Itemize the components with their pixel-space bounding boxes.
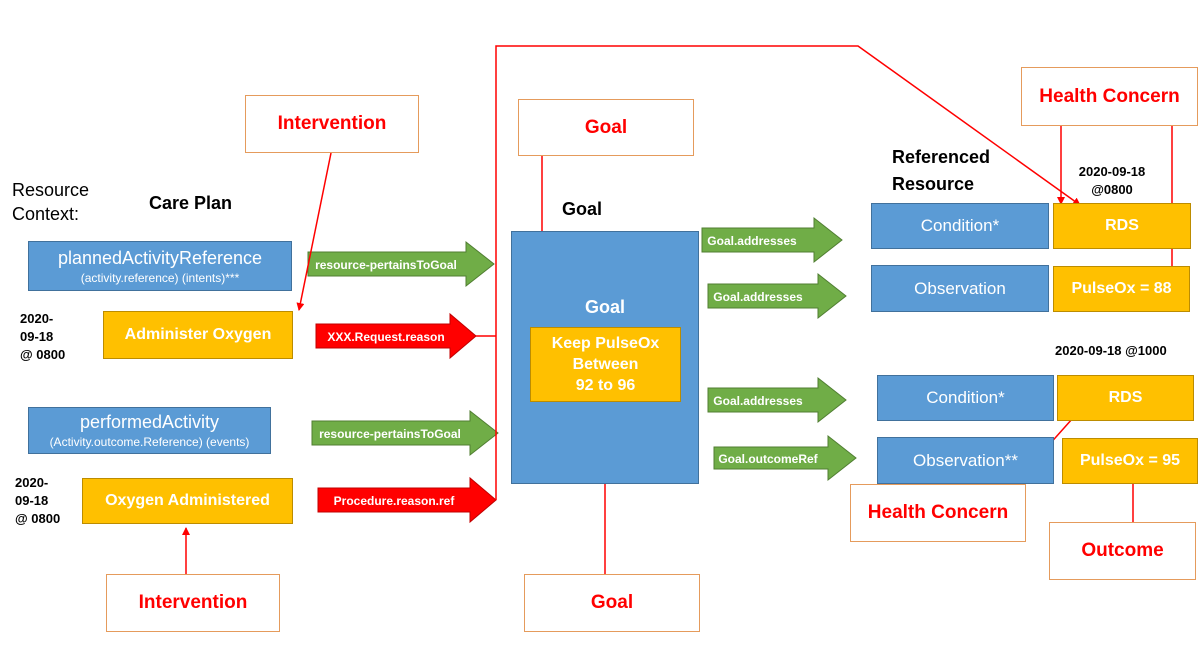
care-plan-date-1-line-3: @ 0800: [20, 347, 66, 362]
arrow-request-reason-label: XXX.Request.reason: [327, 330, 444, 344]
intervention-callout-top: Intervention: [245, 95, 419, 153]
arrow-planned-pertains-label: resource-pertainsToGoal: [315, 258, 457, 272]
arrow-procedure-reason: Procedure.reason.ref: [317, 476, 497, 524]
care-plan-date-2-line-2: 09-18: [15, 493, 49, 508]
goal-value-line-1: Keep PulseOx: [551, 335, 660, 352]
rds-box-2: RDS: [1057, 375, 1194, 421]
arrow-performed-pertains-label: resource-pertainsToGoal: [319, 427, 461, 441]
goal-value-box: Keep PulseOx Between 92 to 96: [530, 327, 681, 402]
arrow-request-reason: XXX.Request.reason: [315, 312, 477, 360]
pulseox-box-2: PulseOx = 95: [1062, 438, 1198, 484]
referenced-date-top-line-2: @0800: [1091, 182, 1133, 197]
rds-box-1: RDS: [1053, 203, 1191, 249]
care-plan-date-2-line-3: @ 0800: [15, 511, 61, 526]
arrow-addresses-1: Goal.addresses: [701, 216, 843, 264]
observation-box-1: Observation: [871, 265, 1049, 312]
planned-activity-title: plannedActivityReference: [57, 247, 263, 268]
care-plan-date-1-line-2: 09-18: [20, 329, 54, 344]
pulseox-box-1: PulseOx = 88: [1053, 266, 1190, 312]
condition-box-2: Condition*: [877, 375, 1054, 421]
performed-activity-box: performedActivity (Activity.outcome.Refe…: [28, 407, 271, 454]
referenced-date-top-line-1: 2020-09-18: [1078, 164, 1146, 179]
arrow-outcome-ref-label: Goal.outcomeRef: [718, 452, 818, 466]
oxygen-administered-box: Oxygen Administered: [82, 478, 293, 524]
planned-activity-box: plannedActivityReference (activity.refer…: [28, 241, 292, 291]
performed-activity-sub: (Activity.outcome.Reference) (events): [49, 435, 250, 449]
administer-oxygen-box: Administer Oxygen: [103, 311, 293, 359]
arrow-addresses-2-label: Goal.addresses: [713, 290, 803, 304]
arrow-addresses-2: Goal.addresses: [707, 272, 847, 320]
goal-container-label: Goal: [584, 297, 625, 317]
health-concern-callout-top: Health Concern: [1021, 67, 1198, 126]
goal-value-line-3: 92 to 96: [575, 377, 636, 394]
care-plan-date-2: 2020- 09-18 @ 0800: [15, 474, 60, 528]
arrow-planned-pertains: resource-pertainsToGoal: [307, 240, 495, 288]
condition-box-1: Condition*: [871, 203, 1049, 249]
arrow-addresses-3: Goal.addresses: [707, 376, 847, 424]
arrow-outcome-ref: Goal.outcomeRef: [713, 434, 857, 482]
goal-value-line-2: Between: [572, 356, 639, 373]
care-plan-heading: Care Plan: [149, 193, 233, 213]
observation-box-2: Observation**: [877, 437, 1054, 484]
arrow-procedure-reason-label: Procedure.reason.ref: [334, 494, 456, 508]
care-plan-date-1-line-1: 2020-: [20, 311, 54, 326]
goal-heading: Goal: [562, 199, 603, 219]
goal-callout-bottom: Goal: [524, 574, 700, 632]
referenced-date-bottom: 2020-09-18 @1000: [1055, 343, 1167, 358]
care-plan-date-1: 2020- 09-18 @ 0800: [20, 310, 65, 364]
planned-activity-sub: (activity.reference) (intents)***: [80, 270, 240, 285]
resource-context-label: Resource Context:: [12, 178, 89, 226]
resource-context-line-2: Context:: [12, 204, 80, 224]
goal-callout-top: Goal: [518, 99, 694, 156]
referenced-resource-line-2: Resource: [892, 174, 975, 194]
arrow-performed-pertains: resource-pertainsToGoal: [311, 409, 499, 457]
resource-context-line-1: Resource: [12, 180, 90, 200]
referenced-resource-heading: Referenced Resource: [892, 144, 990, 198]
care-plan-date-2-line-1: 2020-: [15, 475, 49, 490]
referenced-resource-line-1: Referenced: [892, 147, 991, 167]
health-concern-callout-bottom: Health Concern: [850, 484, 1026, 542]
performed-activity-title: performedActivity: [79, 412, 220, 432]
arrow-addresses-1-label: Goal.addresses: [707, 234, 797, 248]
arrow-addresses-3-label: Goal.addresses: [713, 394, 803, 408]
referenced-date-top: 2020-09-18 @0800: [1072, 163, 1152, 199]
intervention-callout-bottom: Intervention: [106, 574, 280, 632]
outcome-callout: Outcome: [1049, 522, 1196, 580]
